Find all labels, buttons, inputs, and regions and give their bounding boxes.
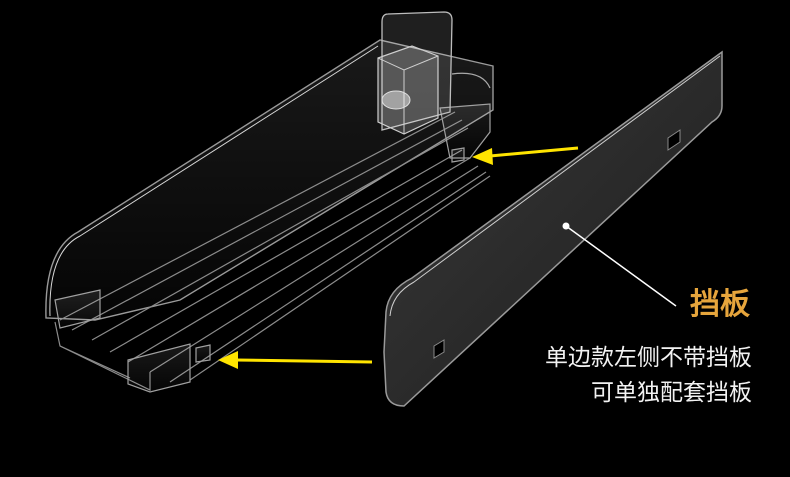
tray-rear-end <box>439 103 491 163</box>
callout-line-1: 单边款左侧不带挡板 <box>545 345 752 371</box>
callout-pointer <box>562 222 677 307</box>
tray-front-end <box>54 289 211 393</box>
callout-title: 挡板 <box>690 287 750 322</box>
pusher <box>377 11 491 135</box>
divider-panel <box>383 50 723 407</box>
tray-side-wall <box>45 39 494 321</box>
arrow-upper <box>472 146 579 165</box>
arrow-lower <box>218 351 373 369</box>
callout-line-2: 可单独配套挡板 <box>591 380 752 406</box>
tray-rails <box>54 111 491 391</box>
